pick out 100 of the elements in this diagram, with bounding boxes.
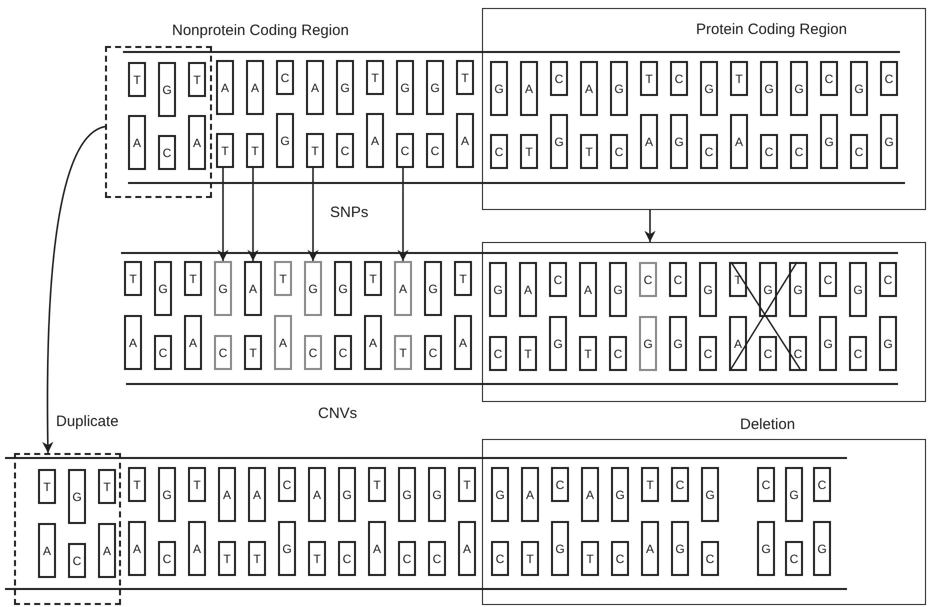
nucleotide-box: C: [214, 335, 232, 370]
nucleotide-box: C: [489, 336, 507, 371]
nucleotide-box: G: [334, 261, 352, 316]
nucleotide-box: G: [819, 316, 837, 371]
nucleotide-box: C: [757, 467, 775, 502]
nucleotide-box: C: [669, 262, 687, 297]
nucleotide-box: C: [759, 336, 777, 371]
nucleotide-box: G: [879, 316, 897, 371]
nucleotide-box: C: [760, 134, 778, 169]
nucleotide-box: C: [154, 335, 172, 370]
nucleotide-box: C: [671, 467, 689, 502]
nucleotide-box: A: [128, 521, 146, 576]
nucleotide-box: G: [820, 114, 838, 169]
nucleotide-box: C: [790, 134, 808, 169]
nucleotide-box: A: [458, 521, 476, 576]
nucleotide-box: G: [669, 316, 687, 371]
nucleotide-box: T: [366, 60, 384, 95]
nucleotide-box: T: [521, 541, 539, 576]
nucleotide-box: A: [394, 261, 412, 316]
nucleotide-box: G: [336, 60, 354, 115]
nucleotide-box: T: [458, 467, 476, 502]
nucleotide-box: C: [819, 262, 837, 297]
nucleotide-box: C: [396, 133, 414, 168]
nucleotide-box: C: [550, 61, 568, 96]
nucleotide-box: A: [218, 467, 236, 522]
nucleotide-box: T: [580, 134, 598, 169]
nucleotide-box: T: [188, 467, 206, 502]
region-box: [482, 242, 926, 402]
nucleotide-box: G: [549, 316, 567, 371]
nucleotide-box: A: [188, 115, 206, 170]
nucleotide-box: A: [124, 315, 142, 370]
nucleotide-box: T: [454, 261, 472, 296]
nucleotide-box: A: [364, 315, 382, 370]
nucleotide-box: G: [639, 316, 657, 371]
nucleotide-box: A: [456, 113, 474, 168]
nucleotide-box: G: [789, 262, 807, 317]
nucleotide-box: G: [396, 60, 414, 115]
nucleotide-box: G: [609, 262, 627, 317]
nucleotide-box: A: [308, 467, 326, 522]
nucleotide-box: C: [611, 541, 629, 576]
nucleotide-box: T: [520, 134, 538, 169]
nucleotide-box: T: [244, 335, 262, 370]
nucleotide-box: C: [338, 541, 356, 576]
nucleotide-box: A: [519, 262, 537, 317]
nucleotide-box: T: [98, 469, 116, 504]
nucleotide-box: G: [304, 261, 322, 316]
nucleotide-box: T: [128, 62, 146, 97]
nucleotide-box: A: [454, 315, 472, 370]
nucleotide-box: G: [158, 467, 176, 522]
nucleotide-box: G: [760, 61, 778, 116]
nucleotide-box: C: [820, 61, 838, 96]
nucleotide-box: C: [700, 134, 718, 169]
nucleotide-box: C: [551, 467, 569, 502]
nucleotide-box: C: [491, 541, 509, 576]
arrow: [217, 168, 229, 261]
nucleotide-box: G: [790, 61, 808, 116]
nucleotide-box: C: [610, 134, 628, 169]
annotation-label: CNVs: [318, 405, 358, 422]
nucleotide-box: T: [394, 335, 412, 370]
nucleotide-box: G: [759, 262, 777, 317]
nucleotide-box: T: [274, 261, 292, 296]
nucleotide-box: G: [550, 114, 568, 169]
nucleotide-box: C: [398, 541, 416, 576]
nucleotide-box: C: [670, 61, 688, 96]
dashed-selection-box: [14, 453, 121, 605]
nucleotide-box: C: [490, 134, 508, 169]
nucleotide-box: T: [218, 541, 236, 576]
nucleotide-box: C: [609, 336, 627, 371]
nucleotide-box: G: [490, 61, 508, 116]
nucleotide-box: T: [581, 541, 599, 576]
nucleotide-box: G: [276, 113, 294, 168]
nucleotide-box: T: [184, 261, 202, 296]
region-heading: Protein Coding Region: [696, 21, 847, 38]
nucleotide-box: C: [68, 543, 86, 578]
nucleotide-box: G: [880, 114, 898, 169]
region-heading: Nonprotein Coding Region: [172, 22, 349, 39]
region-box: [482, 8, 926, 210]
region-heading: Deletion: [740, 416, 796, 433]
nucleotide-box: A: [641, 521, 659, 576]
nucleotide-box: A: [248, 467, 266, 522]
nucleotide-box: G: [278, 521, 296, 576]
nucleotide-box: A: [579, 262, 597, 317]
nucleotide-box: G: [699, 262, 717, 317]
nucleotide-box: A: [368, 521, 386, 576]
nucleotide-box: A: [98, 523, 116, 578]
nucleotide-box: G: [850, 61, 868, 116]
nucleotide-box: C: [880, 61, 898, 96]
nucleotide-box: G: [757, 521, 775, 576]
nucleotide-box: G: [701, 467, 719, 522]
nucleotide-box: T: [579, 336, 597, 371]
nucleotide-box: T: [364, 261, 382, 296]
nucleotide-box: G: [424, 261, 442, 316]
nucleotide-box: A: [216, 60, 234, 115]
nucleotide-box: A: [520, 61, 538, 116]
nucleotide-box: C: [789, 336, 807, 371]
nucleotide-box: C: [428, 541, 446, 576]
nucleotide-box: C: [639, 262, 657, 297]
nucleotide-box: T: [641, 467, 659, 502]
nucleotide-box: A: [306, 60, 324, 115]
nucleotide-box: G: [398, 467, 416, 522]
